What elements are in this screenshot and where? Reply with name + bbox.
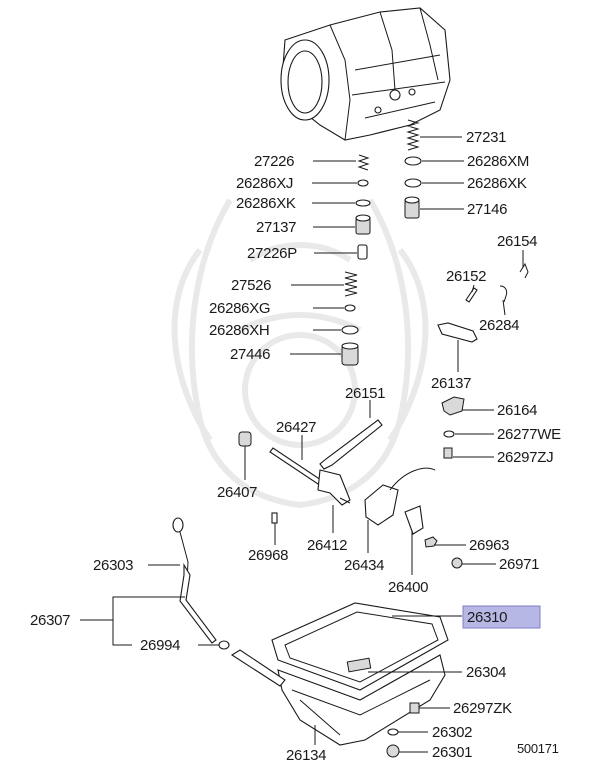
label-26307[interactable]: 26307 <box>30 612 71 629</box>
label-26963[interactable]: 26963 <box>469 537 510 554</box>
cable-26151[interactable] <box>319 419 383 470</box>
lever-26412[interactable] <box>317 469 351 506</box>
leader-lines <box>80 136 524 753</box>
oring-26286xg[interactable] <box>344 304 356 312</box>
label-26286xh[interactable]: 26286XH <box>209 322 270 339</box>
label-26297zk[interactable]: 26297ZK <box>453 700 512 717</box>
label-26297zj[interactable]: 26297ZJ <box>497 449 554 466</box>
label-26286xm[interactable]: 26286XM <box>467 153 529 170</box>
highlight-box-26310 <box>462 605 541 629</box>
label-26400[interactable]: 26400 <box>388 579 429 596</box>
oring-26994[interactable] <box>218 640 230 650</box>
lever-26137[interactable] <box>437 322 478 343</box>
spring-27526[interactable] <box>344 271 358 297</box>
pin-26968[interactable] <box>271 512 278 524</box>
label-26286xg[interactable]: 26286XG <box>209 300 271 317</box>
label-26407[interactable]: 26407 <box>217 484 258 501</box>
clip-26154[interactable] <box>519 262 529 279</box>
label-26301[interactable]: 26301 <box>432 744 473 761</box>
gasket-26310[interactable] <box>271 602 449 691</box>
washer-26277we[interactable] <box>443 430 455 438</box>
label-26137[interactable]: 26137 <box>431 375 472 392</box>
spring-27226[interactable] <box>357 154 370 171</box>
label-27226[interactable]: 27226 <box>254 153 295 170</box>
nut-26971[interactable] <box>451 557 463 569</box>
diagram-id: 500171 <box>517 741 559 756</box>
plug-27446[interactable] <box>341 342 359 366</box>
label-26971[interactable]: 26971 <box>499 556 540 573</box>
label-26164[interactable]: 26164 <box>497 402 538 419</box>
label-26277we[interactable]: 26277WE <box>497 426 561 443</box>
oring-26286xk-left[interactable] <box>355 199 371 207</box>
label-26286xk-left[interactable]: 26286XK <box>236 195 296 212</box>
label-26286xk-right[interactable]: 26286XK <box>467 175 527 192</box>
label-26310[interactable]: 26310 <box>467 609 508 626</box>
watermark-emblem <box>171 198 429 509</box>
label-26303[interactable]: 26303 <box>93 557 134 574</box>
label-27526[interactable]: 27526 <box>231 277 272 294</box>
label-26154[interactable]: 26154 <box>497 233 538 250</box>
oring-26286xk-right[interactable] <box>404 178 422 188</box>
plug-27146[interactable] <box>404 196 420 219</box>
bracket-26400[interactable] <box>404 505 424 535</box>
oring-26286xh[interactable] <box>341 325 359 335</box>
label-27231[interactable]: 27231 <box>466 129 507 146</box>
label-26286xj[interactable]: 26286XJ <box>236 175 293 192</box>
label-26434[interactable]: 26434 <box>344 557 385 574</box>
washer-26302[interactable] <box>387 728 399 736</box>
bolt-26297zk[interactable] <box>409 702 420 714</box>
label-26302[interactable]: 26302 <box>432 724 473 741</box>
label-26994[interactable]: 26994 <box>140 637 181 654</box>
oring-26286xj[interactable] <box>357 179 369 187</box>
tube-26307[interactable] <box>179 563 217 644</box>
switch-26434[interactable] <box>364 467 436 526</box>
bolt-26297zj[interactable] <box>443 447 453 459</box>
label-26968[interactable]: 26968 <box>248 547 289 564</box>
filler-tube[interactable] <box>230 649 286 687</box>
oil-pan-26134[interactable] <box>277 654 446 746</box>
transmission-case[interactable] <box>280 7 451 141</box>
label-27146[interactable]: 27146 <box>467 201 508 218</box>
spring-27231[interactable] <box>406 119 420 151</box>
label-26427[interactable]: 26427 <box>276 419 317 436</box>
label-26151[interactable]: 26151 <box>345 385 386 402</box>
label-26304[interactable]: 26304 <box>466 664 507 681</box>
pin-26152[interactable] <box>465 287 478 303</box>
label-26134[interactable]: 26134 <box>286 747 327 764</box>
label-27226p[interactable]: 27226P <box>247 245 298 262</box>
bushing-26407[interactable] <box>238 431 252 447</box>
plug-27137[interactable] <box>355 214 371 235</box>
label-26284[interactable]: 26284 <box>479 317 520 334</box>
clip-26284[interactable] <box>499 285 508 303</box>
label-26412[interactable]: 26412 <box>307 537 348 554</box>
label-26152[interactable]: 26152 <box>446 268 487 285</box>
plug-26301[interactable] <box>386 744 400 758</box>
part-labels: 27231 26286XM 26286XK 27146 27226 26286X… <box>30 129 561 764</box>
label-27137[interactable]: 27137 <box>256 219 297 236</box>
bracket-26164[interactable] <box>441 396 465 416</box>
label-27446[interactable]: 27446 <box>230 346 271 363</box>
oring-26286xm[interactable] <box>404 156 422 166</box>
plug-27226p[interactable] <box>357 244 368 260</box>
